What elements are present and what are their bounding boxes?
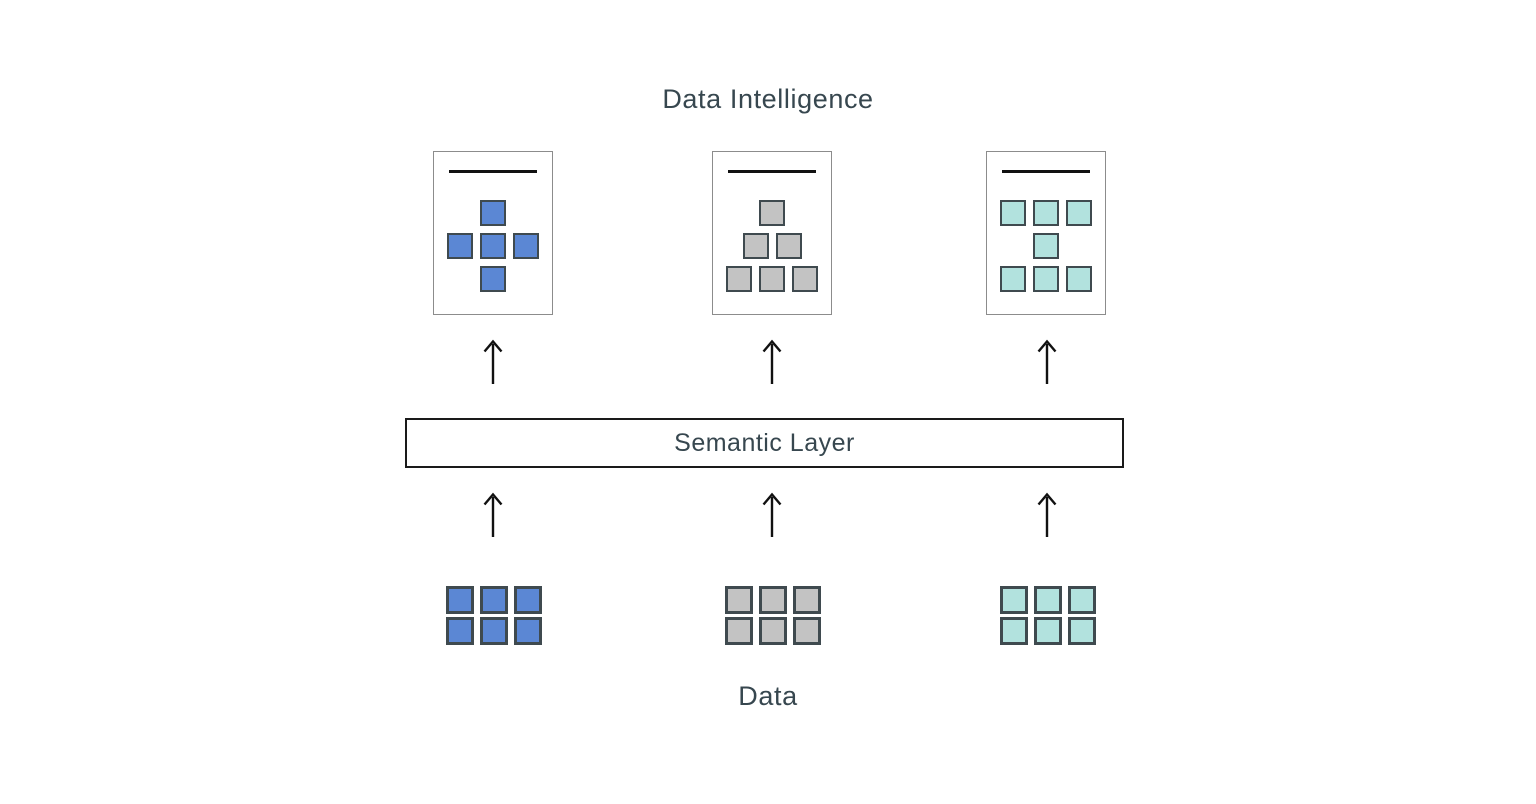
up-arrow-icon (479, 491, 507, 538)
blue-square (513, 233, 539, 259)
teal-data-square (1068, 586, 1096, 614)
teal-data-square (1068, 617, 1096, 645)
gray-square (775, 233, 802, 259)
gray-data-square (759, 617, 787, 645)
teal-square (1033, 200, 1059, 226)
up-arrow-icon (758, 338, 786, 385)
teal-data-square (1034, 617, 1062, 645)
up-arrow-icon (1033, 338, 1061, 385)
blue-data-square (446, 586, 474, 614)
card-title-line (449, 170, 537, 173)
teal-square (1066, 200, 1092, 226)
gray-data-square (725, 617, 753, 645)
data-grid-teal (1000, 586, 1096, 645)
teal-square (1000, 266, 1026, 292)
data-grid-blue (446, 586, 542, 645)
blue-data-square (514, 586, 542, 614)
title-data-intelligence: Data Intelligence (662, 84, 874, 114)
gray-data-square (725, 586, 753, 614)
blue-square (480, 266, 506, 292)
teal-data-square (1000, 586, 1028, 614)
tool-card-pyramid (712, 151, 832, 315)
gray-square (759, 266, 785, 292)
teal-square (1033, 266, 1059, 292)
blue-square (480, 200, 506, 226)
teal-square (1000, 200, 1026, 226)
blue-data-square (480, 586, 508, 614)
data-grid-gray (725, 586, 821, 645)
plus-pattern (434, 200, 552, 292)
gray-data-square (793, 617, 821, 645)
semantic-layer-box: Semantic Layer (405, 418, 1124, 468)
gray-square (759, 200, 785, 226)
blue-data-square (480, 617, 508, 645)
teal-square (1033, 233, 1059, 259)
teal-data-square (1000, 617, 1028, 645)
teal-square (1066, 266, 1092, 292)
card-title-line (728, 170, 816, 173)
gray-square (726, 266, 752, 292)
blue-square (480, 233, 506, 259)
up-arrow-icon (758, 491, 786, 538)
semantic-layer-label: Semantic Layer (674, 428, 855, 457)
label-data: Data (738, 681, 798, 711)
gray-data-square (793, 586, 821, 614)
tool-card-i-shape (986, 151, 1106, 315)
blue-data-square (446, 617, 474, 645)
teal-data-square (1034, 586, 1062, 614)
tool-card-plus (433, 151, 553, 315)
i-shape-pattern (987, 200, 1105, 292)
gray-square (792, 266, 818, 292)
up-arrow-icon (1033, 491, 1061, 538)
blue-square (447, 233, 473, 259)
up-arrow-icon (479, 338, 507, 385)
pyramid-pattern (713, 200, 831, 292)
gray-data-square (759, 586, 787, 614)
gray-square (742, 233, 769, 259)
blue-data-square (514, 617, 542, 645)
card-title-line (1002, 170, 1090, 173)
